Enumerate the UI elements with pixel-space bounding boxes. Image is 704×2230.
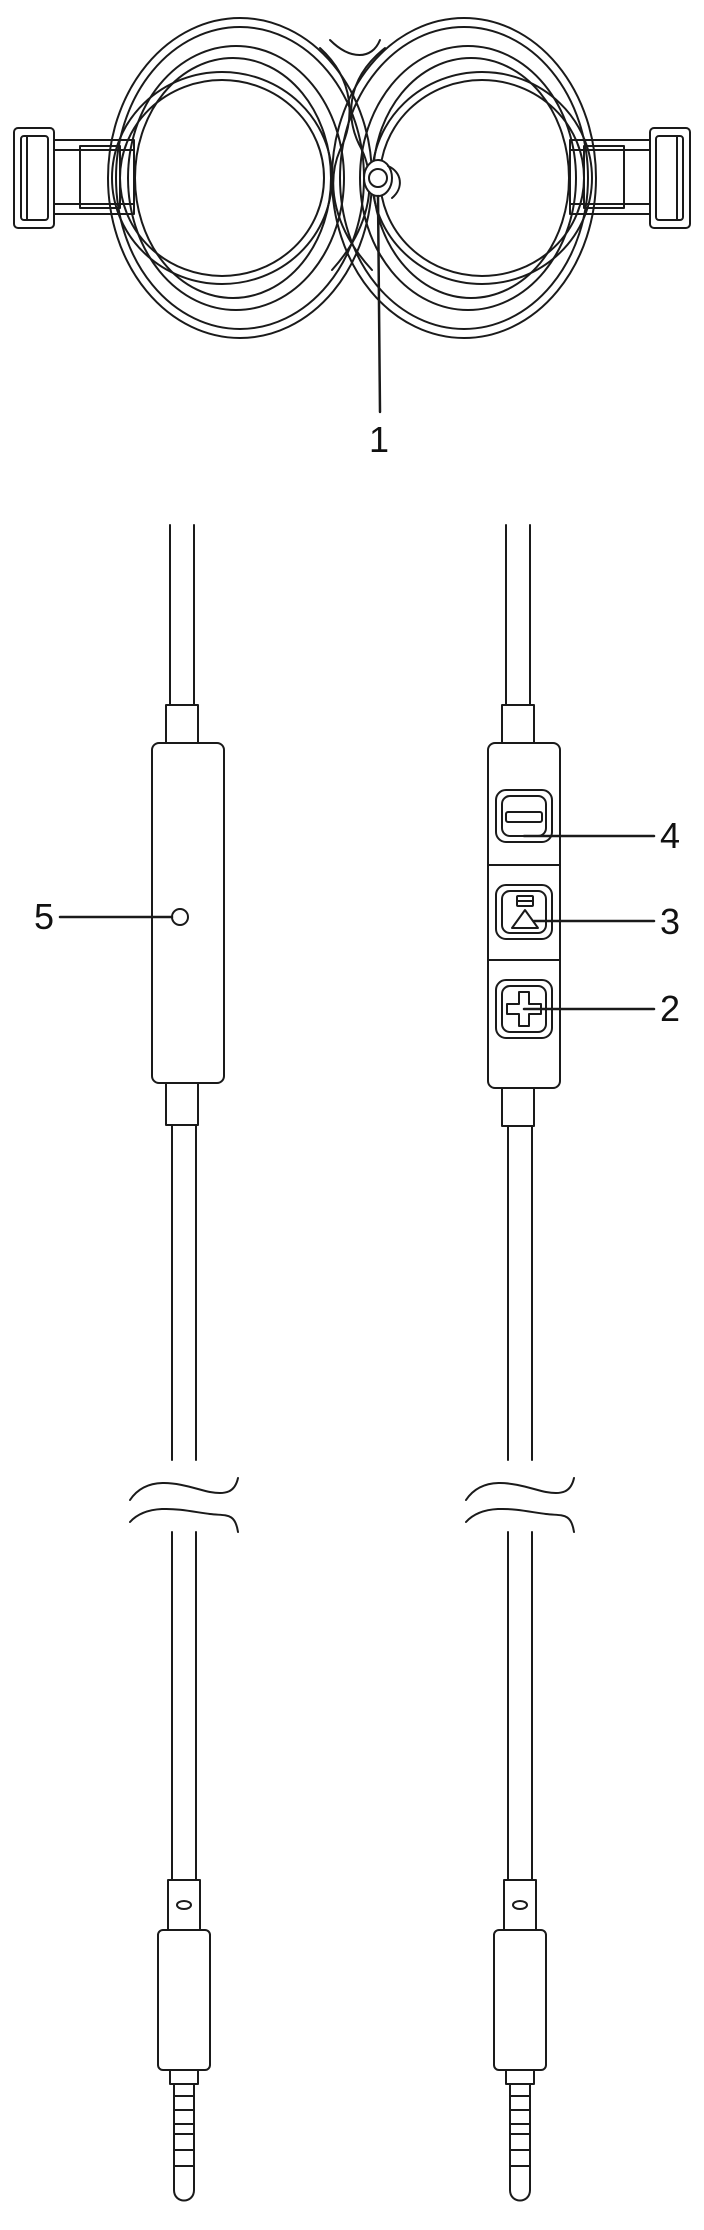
callout-4: 4	[660, 815, 680, 856]
right-cable-assembly	[465, 524, 575, 2202]
cable-break-symbol-right	[465, 1477, 575, 1501]
headset-microphone-icon	[363, 159, 401, 199]
callout-5: 5	[34, 896, 54, 937]
minus-icon	[505, 811, 543, 823]
callout-2: 2	[660, 988, 680, 1029]
headphones-illustration	[13, 17, 691, 339]
microphone-hole-icon	[171, 908, 189, 926]
callout-1: 1	[369, 419, 389, 460]
cable-break-symbol-left	[129, 1477, 239, 1501]
left-cable-assembly	[129, 524, 239, 2202]
play-pause-button[interactable]	[495, 884, 553, 940]
right-ear-cup	[331, 17, 597, 339]
callout-3: 3	[660, 901, 680, 942]
volume-down-button[interactable]	[495, 789, 553, 843]
play-pause-icon	[511, 895, 539, 929]
plus-icon	[506, 991, 542, 1027]
leader-lines	[58, 194, 656, 1011]
